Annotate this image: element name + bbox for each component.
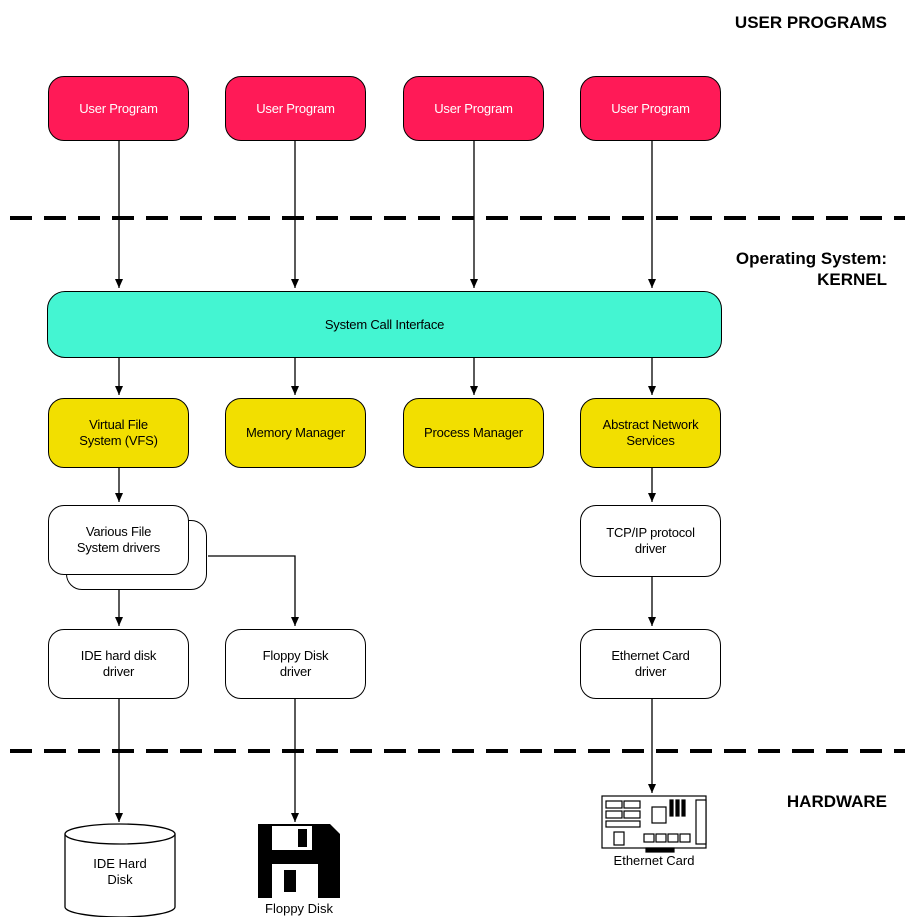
memory-manager[interactable]: Memory Manager [225,398,366,468]
tcpip-protocol-driver[interactable]: TCP/IP protocol driver [580,505,721,577]
process-manager[interactable]: Process Manager [403,398,544,468]
ide-hard-disk-driver[interactable]: IDE hard disk driver [48,629,189,699]
section-hardware: HARDWARE [786,792,887,811]
user-program-1[interactable]: User Program [48,76,189,141]
ethernet-card-driver[interactable]: Ethernet Card driver [580,629,721,699]
various-file-system-drivers[interactable]: Various File System drivers [48,505,189,575]
ethernet-card-label: Ethernet Card [613,853,695,868]
system-call-interface[interactable]: System Call Interface [47,291,722,358]
floppy-disk-driver[interactable]: Floppy Disk driver [225,629,366,699]
user-program-2[interactable]: User Program [225,76,366,141]
abstract-network-services[interactable]: Abstract Network Services [580,398,721,468]
ide-hard-disk-label: IDE Hard Disk [93,856,147,887]
section-user-programs: USER PROGRAMS [734,13,887,32]
section-kernel: Operating System: KERNEL [735,249,887,289]
virtual-file-system[interactable]: Virtual File System (VFS) [48,398,189,468]
floppy-disk-icon [258,824,340,898]
user-program-3[interactable]: User Program [403,76,544,141]
ethernet-card-icon [601,795,707,853]
arrow-fsdrivers-floppy [208,555,299,626]
user-program-4[interactable]: User Program [580,76,721,141]
floppy-disk-label: Floppy Disk [265,901,333,916]
hard-disk-icon [64,823,176,917]
